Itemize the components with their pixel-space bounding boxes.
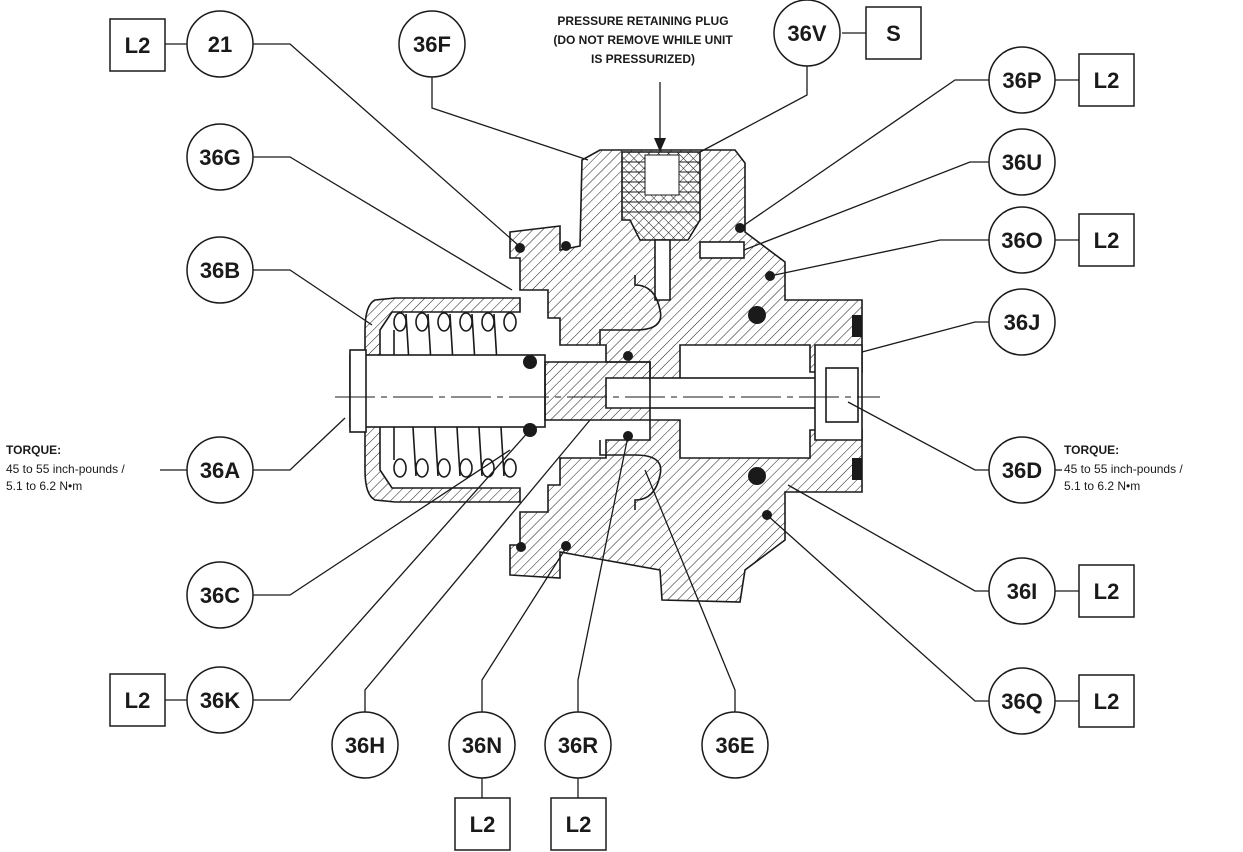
- svg-text:TORQUE:: TORQUE:: [1064, 443, 1119, 457]
- pressure-plug-note: PRESSURE RETAINING PLUG (DO NOT REMOVE W…: [553, 14, 733, 66]
- box-36O: L2: [1078, 213, 1135, 267]
- callout-36U: 36U: [988, 128, 1056, 196]
- leader-lines: [160, 32, 1079, 798]
- callout-36D: 36D: [988, 436, 1056, 504]
- shaft: [649, 377, 831, 409]
- spring-coils: [393, 312, 517, 478]
- svg-text:36A: 36A: [200, 458, 240, 483]
- callout-36Q: 36Q: [988, 667, 1056, 735]
- callout-36H: 36H: [331, 711, 399, 779]
- torque-note-right: TORQUE: 45 to 55 inch-pounds / 5.1 to 6.…: [1064, 443, 1183, 493]
- svg-text:36B: 36B: [200, 258, 240, 283]
- svg-text:IS PRESSURIZED): IS PRESSURIZED): [591, 52, 695, 66]
- valve-stem: [349, 354, 546, 428]
- svg-text:36E: 36E: [715, 733, 754, 758]
- svg-text:L2: L2: [125, 688, 151, 713]
- svg-text:(DO NOT REMOVE WHILE UNIT: (DO NOT REMOVE WHILE UNIT: [553, 33, 733, 47]
- svg-text:36G: 36G: [199, 145, 241, 170]
- svg-text:PRESSURE RETAINING PLUG: PRESSURE RETAINING PLUG: [557, 14, 728, 28]
- box-36I: L2: [1078, 564, 1135, 618]
- callout-36J: 36J: [988, 288, 1056, 356]
- svg-text:L2: L2: [1094, 68, 1120, 93]
- box-36Q: L2: [1078, 674, 1135, 728]
- main-body-lower: [509, 419, 863, 603]
- callout-36O: 36O: [988, 206, 1056, 274]
- diaphragm-lower: [599, 440, 662, 510]
- svg-text:L2: L2: [125, 33, 151, 58]
- svg-text:45 to 55 inch-pounds /: 45 to 55 inch-pounds /: [1064, 462, 1183, 476]
- svg-text:36C: 36C: [200, 583, 240, 608]
- svg-text:5.1 to 6.2 N•m: 5.1 to 6.2 N•m: [6, 479, 82, 493]
- box-36P: L2: [1078, 53, 1135, 107]
- valve-cross-section: [335, 149, 880, 603]
- svg-text:S: S: [886, 21, 901, 46]
- set-screw: [699, 241, 745, 259]
- box-21: L2: [109, 18, 166, 72]
- callout-36B: 36B: [186, 236, 254, 304]
- callout-36I: 36I: [988, 557, 1056, 625]
- svg-text:36P: 36P: [1002, 68, 1041, 93]
- svg-text:36I: 36I: [1007, 579, 1038, 604]
- svg-text:L2: L2: [470, 812, 496, 837]
- callout-36E: 36E: [701, 711, 769, 779]
- svg-text:36J: 36J: [1004, 310, 1041, 335]
- o-rings: [515, 223, 862, 552]
- svg-text:36K: 36K: [200, 688, 240, 713]
- diaphragm-upper: [599, 275, 662, 345]
- stem-head: [349, 349, 367, 433]
- callout-36A: 36A: [186, 436, 254, 504]
- svg-text:36U: 36U: [1002, 150, 1042, 175]
- callout-36C: 36C: [186, 561, 254, 629]
- callout-36V: 36V: [773, 0, 841, 67]
- callout-36F: 36F: [398, 10, 466, 78]
- svg-text:L2: L2: [1094, 228, 1120, 253]
- svg-text:36V: 36V: [787, 21, 826, 46]
- end-screw: [825, 367, 859, 423]
- svg-text:36H: 36H: [345, 733, 385, 758]
- pressure-passage: [654, 239, 671, 301]
- svg-text:45 to 55 inch-pounds /: 45 to 55 inch-pounds /: [6, 462, 125, 476]
- box-36N: L2: [454, 797, 511, 851]
- box-36K: L2: [109, 673, 166, 727]
- plug-threads: [622, 154, 700, 213]
- main-body-upper: [509, 149, 863, 381]
- torque-note-left: TORQUE: 45 to 55 inch-pounds / 5.1 to 6.…: [6, 443, 125, 493]
- svg-text:L2: L2: [1094, 689, 1120, 714]
- callout-21: 21: [186, 10, 254, 78]
- svg-text:36Q: 36Q: [1001, 689, 1043, 714]
- box-36V: S: [865, 6, 922, 60]
- svg-text:36R: 36R: [558, 733, 598, 758]
- svg-text:21: 21: [208, 32, 232, 57]
- callout-36P: 36P: [988, 46, 1056, 114]
- callout-36R: 36R: [544, 711, 612, 779]
- callout-36N: 36N: [448, 711, 516, 779]
- box-36R: L2: [550, 797, 607, 851]
- svg-text:36F: 36F: [413, 32, 451, 57]
- svg-text:36N: 36N: [462, 733, 502, 758]
- stem-sleeve: [544, 361, 651, 421]
- svg-text:L2: L2: [566, 812, 592, 837]
- svg-text:36D: 36D: [1002, 458, 1042, 483]
- svg-text:36O: 36O: [1001, 228, 1043, 253]
- svg-text:TORQUE:: TORQUE:: [6, 443, 61, 457]
- svg-text:5.1 to 6.2 N•m: 5.1 to 6.2 N•m: [1064, 479, 1140, 493]
- callout-36G: 36G: [186, 123, 254, 191]
- callout-36K: 36K: [186, 666, 254, 734]
- svg-text:L2: L2: [1094, 579, 1120, 604]
